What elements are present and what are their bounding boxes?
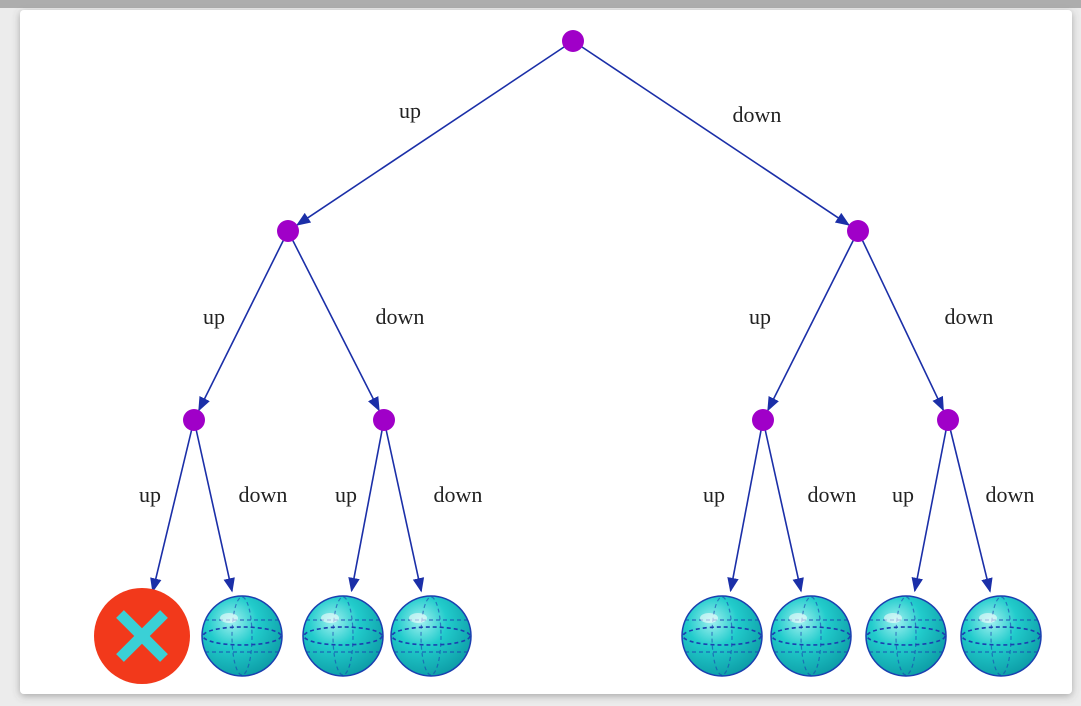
- edge-u-ud: [287, 230, 380, 412]
- labels-layer: up down up down up down up down up down up down up do…: [139, 98, 1034, 507]
- edge-du-dud: [762, 419, 804, 593]
- edge-label-down: down: [986, 482, 1035, 507]
- nodes-layer: [183, 30, 959, 431]
- tree-node-uu: [183, 409, 205, 431]
- edge-label-up: up: [335, 482, 357, 507]
- edge-dd-ddd: [947, 419, 993, 593]
- edge-label-up: up: [749, 304, 771, 329]
- leaf-globe-icon: [302, 595, 384, 677]
- edge-root-u: [295, 40, 574, 226]
- paper-background: [20, 10, 1072, 694]
- edge-label-up: up: [892, 482, 914, 507]
- edge-label-up: up: [703, 482, 725, 507]
- leaf-globe-icon: [390, 595, 472, 677]
- edge-label-down: down: [239, 482, 288, 507]
- edge-d-dd: [857, 230, 944, 412]
- leaf-globe-icon: [865, 595, 947, 677]
- top-shadow-strip: [0, 0, 1081, 8]
- edges-layer: [150, 40, 993, 593]
- edge-d-du: [767, 230, 859, 412]
- edge-label-down: down: [808, 482, 857, 507]
- edge-dd-ddu: [911, 419, 949, 593]
- edge-uu-uud: [193, 419, 235, 593]
- edge-ud-udu: [348, 419, 385, 593]
- edge-root-d: [572, 40, 851, 226]
- tree-node-u: [277, 220, 299, 242]
- leaf-globe-icon: [201, 595, 283, 677]
- leaf-globe-icon: [960, 595, 1042, 677]
- tree-node-du: [752, 409, 774, 431]
- edge-uu-uuu: [150, 419, 195, 593]
- edge-label-down: down: [376, 304, 425, 329]
- removed-leaf-close-icon: [94, 588, 190, 684]
- edge-label-up: up: [203, 304, 225, 329]
- edge-du-duu: [727, 419, 764, 593]
- edge-label-down: down: [945, 304, 994, 329]
- edge-u-uu: [198, 230, 289, 412]
- tree-node-d: [847, 220, 869, 242]
- edge-label-down: down: [733, 102, 782, 127]
- edge-ud-udd: [383, 419, 425, 593]
- leaves-layer: [94, 588, 1042, 684]
- leaf-globe-icon: [681, 595, 763, 677]
- tree-node-dd: [937, 409, 959, 431]
- edge-label-up: up: [139, 482, 161, 507]
- tree-node-ud: [373, 409, 395, 431]
- edge-label-down: down: [434, 482, 483, 507]
- tree-node-root: [562, 30, 584, 52]
- leaf-globe-icon: [770, 595, 852, 677]
- edge-label-up: up: [399, 98, 421, 123]
